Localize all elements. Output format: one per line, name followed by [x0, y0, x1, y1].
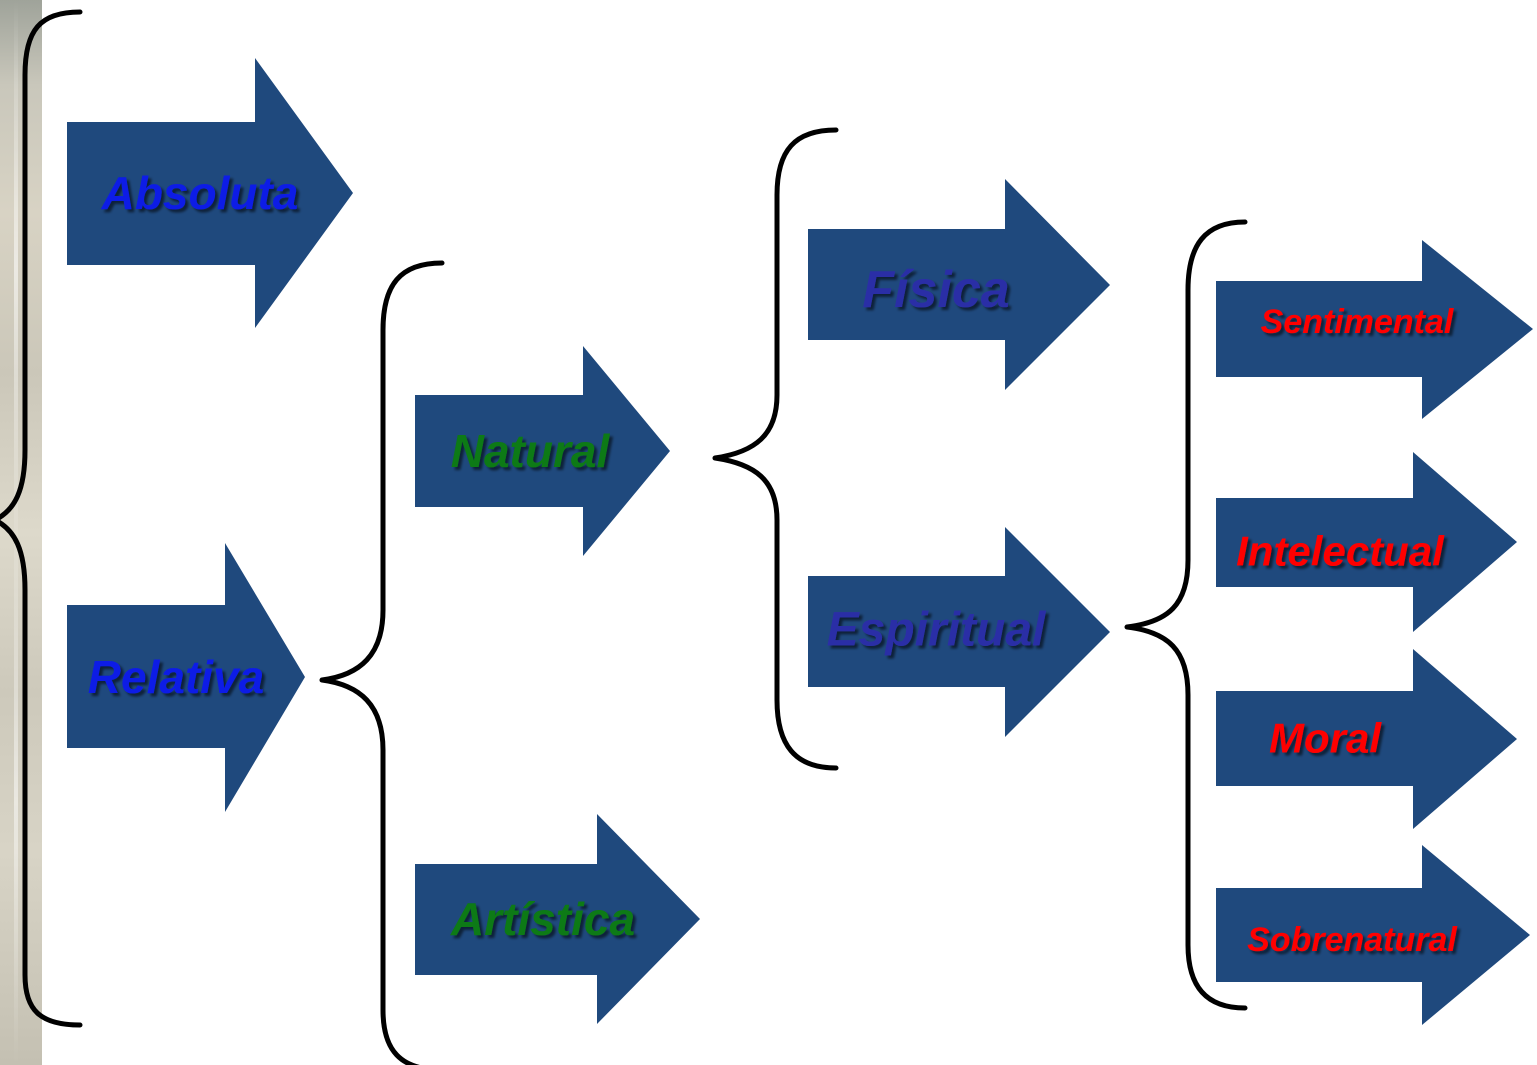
- background-edge-highlight: [14, 0, 18, 1065]
- label-artistica: Artística: [450, 893, 635, 945]
- label-sobrenatural: Sobrenatural: [1247, 921, 1458, 959]
- label-relativa: Relativa: [88, 651, 264, 703]
- background-edge-strip: [0, 0, 42, 1065]
- arrow-sobrenatural: Sobrenatural: [1216, 845, 1530, 1025]
- label-moral: Moral: [1269, 715, 1382, 762]
- arrow-intelectual-shape: [1216, 452, 1517, 632]
- arrow-natural: Natural: [415, 346, 670, 556]
- arrow-artistica-shape: [415, 814, 700, 1024]
- arrow-moral-shape: [1216, 649, 1517, 829]
- arrow-relativa: Relativa: [67, 543, 305, 812]
- arrow-fisica-shape: [808, 179, 1110, 390]
- arrow-moral: Moral: [1216, 649, 1517, 829]
- label-sentimental: Sentimental: [1261, 303, 1455, 341]
- arrow-fisica: Física: [808, 179, 1110, 390]
- brace-natural: [712, 127, 839, 771]
- arrow-intelectual: Intelectual: [1216, 452, 1517, 632]
- label-intelectual: Intelectual: [1236, 528, 1445, 575]
- arrow-absoluta-shape: [67, 58, 353, 328]
- brace-espiritual: [1124, 219, 1248, 1011]
- label-absoluta: Absoluta: [101, 167, 299, 219]
- brace-relativa: [319, 260, 445, 1065]
- label-espiritual: Espiritual: [827, 604, 1047, 657]
- arrow-absoluta: Absoluta: [67, 58, 353, 328]
- arrow-relativa-shape: [67, 543, 305, 812]
- arrow-artistica: Artística: [415, 814, 700, 1024]
- label-fisica: Física: [862, 261, 1009, 319]
- brace-root: [0, 9, 83, 1028]
- arrow-natural-shape: [415, 346, 670, 556]
- arrow-sentimental-shape: [1216, 240, 1533, 419]
- arrow-sentimental: Sentimental: [1216, 240, 1533, 419]
- arrow-sobrenatural-shape: [1216, 845, 1530, 1025]
- arrow-espiritual-shape: [808, 527, 1110, 737]
- label-natural: Natural: [451, 425, 611, 477]
- arrow-espiritual: Espiritual: [808, 527, 1110, 737]
